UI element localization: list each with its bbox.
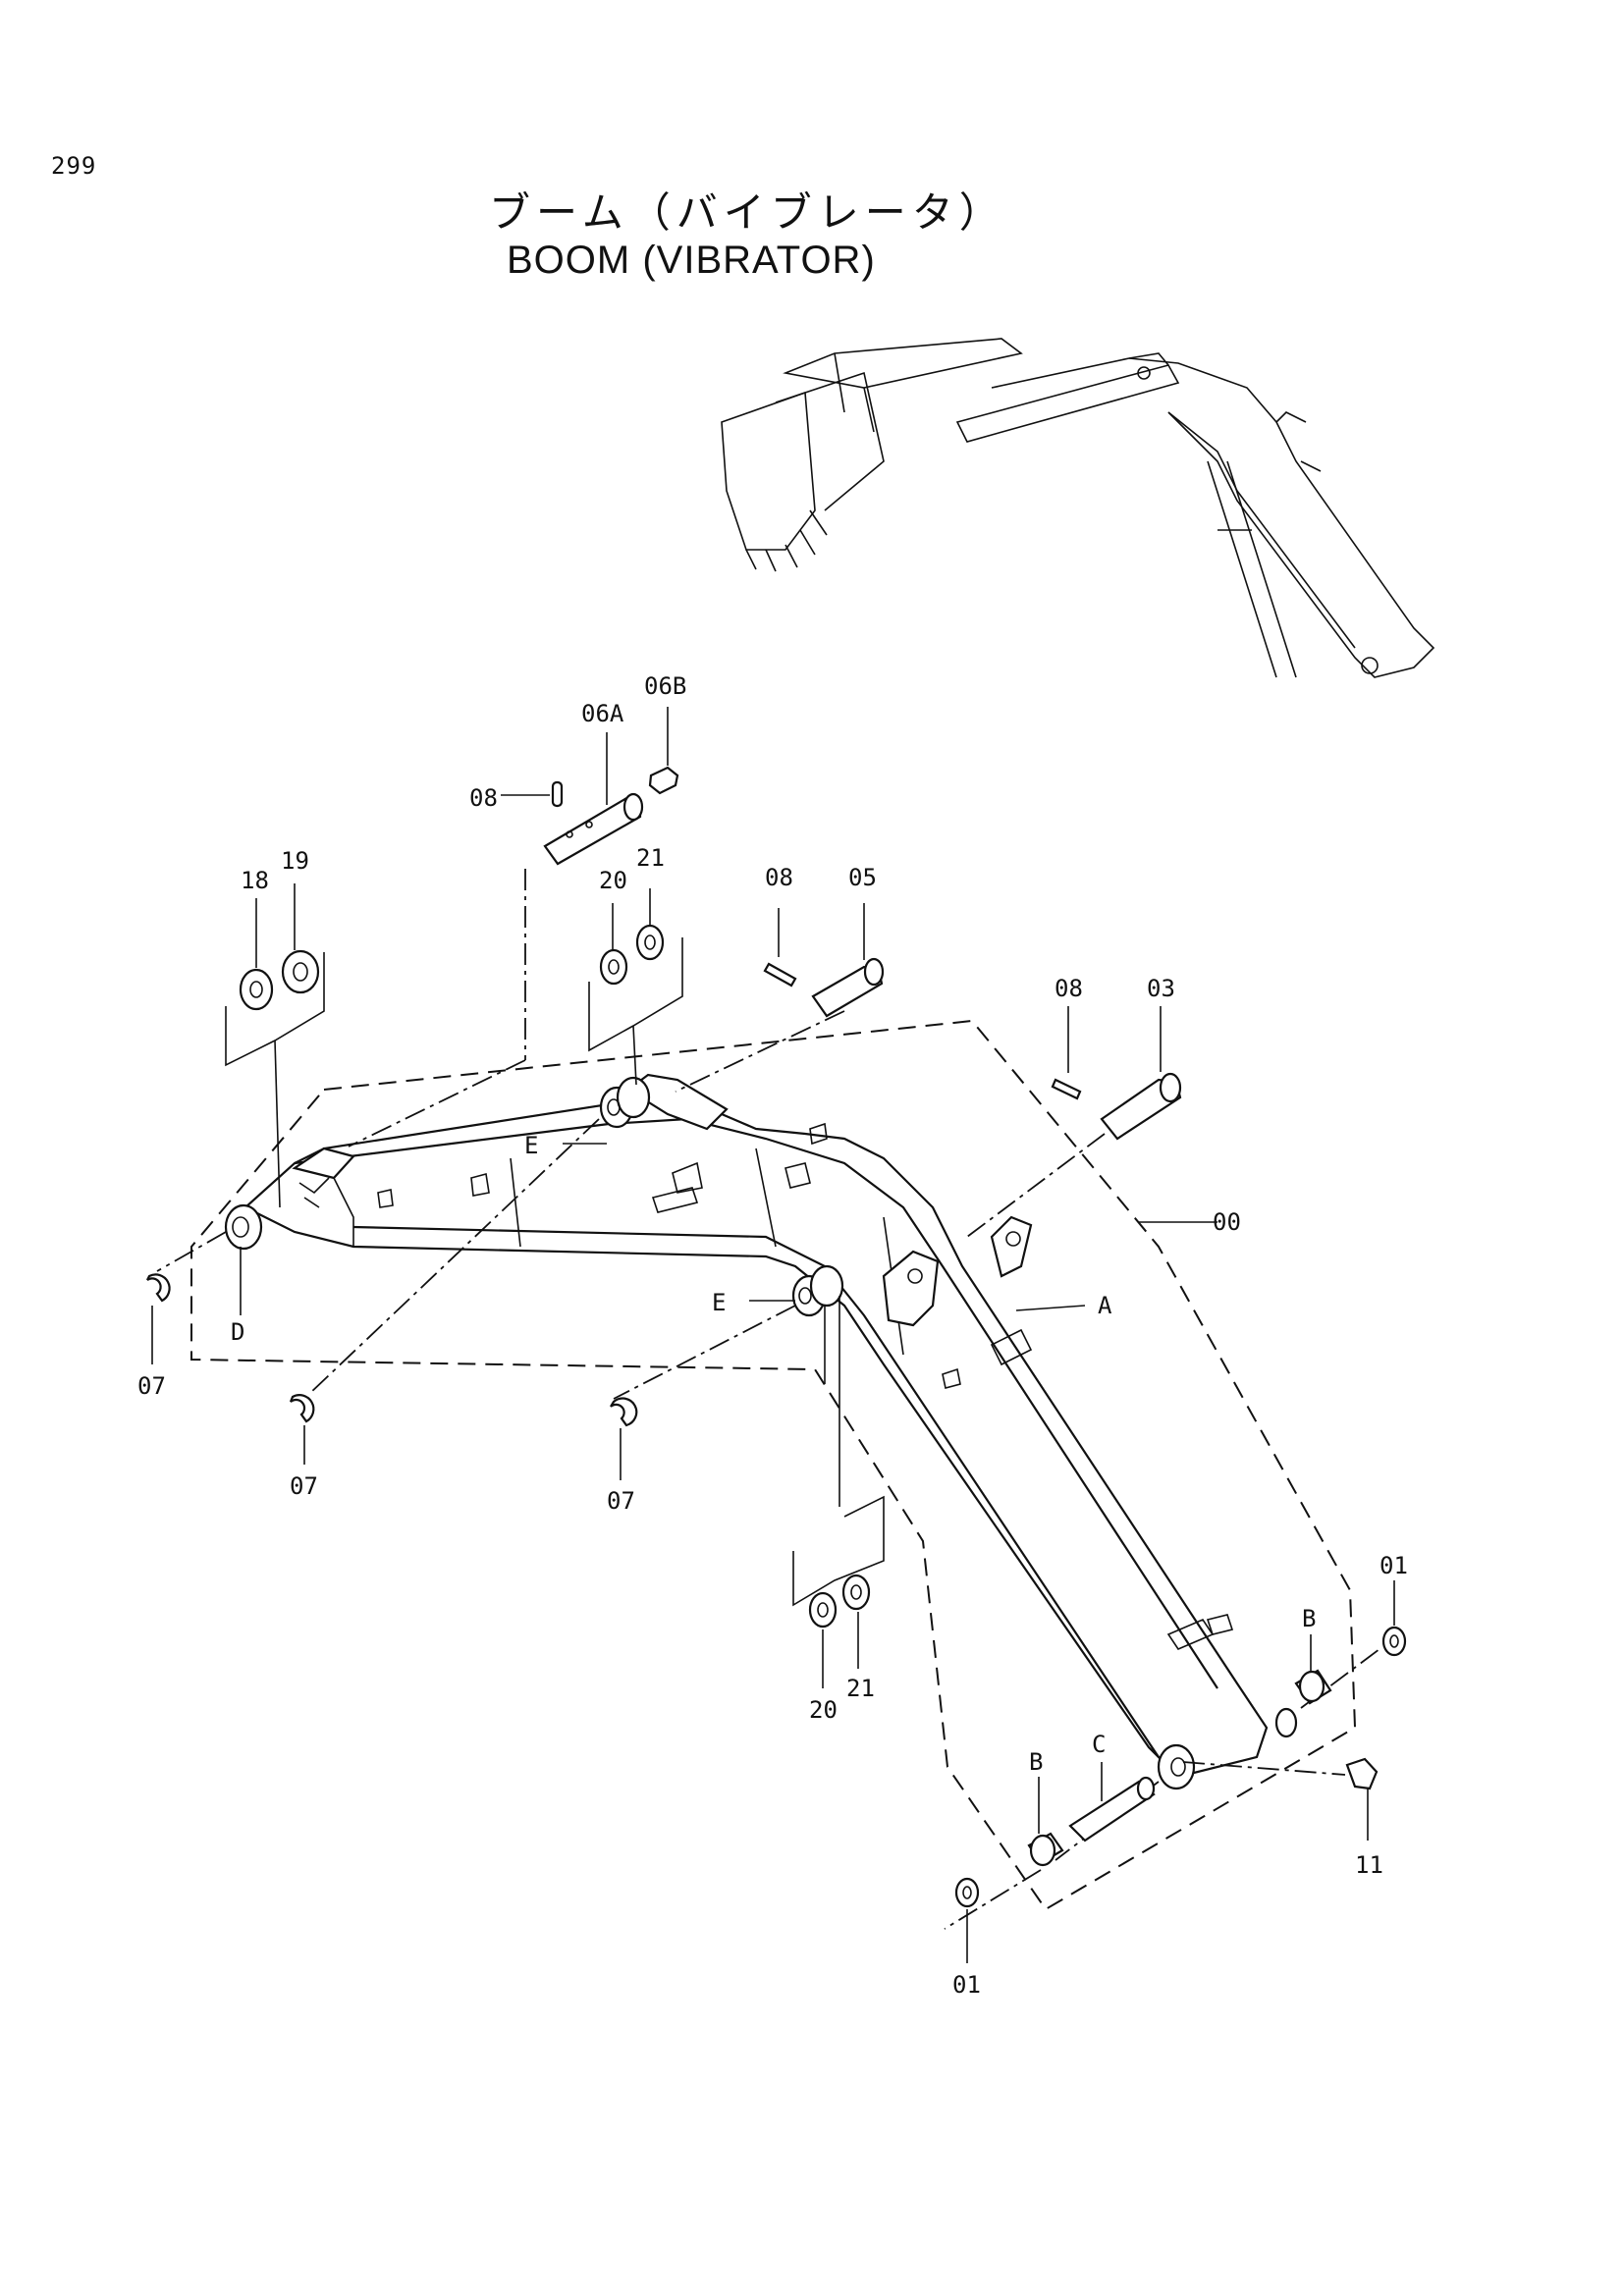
title-japanese: ブーム（バイブレータ） bbox=[489, 188, 1006, 237]
callout-08-mid: 08 bbox=[765, 864, 793, 891]
callout-C: C bbox=[1092, 1731, 1106, 1758]
callout-21-bottom: 21 bbox=[846, 1675, 875, 1702]
callout-01-bottom: 01 bbox=[952, 1971, 981, 1999]
assembly-outline bbox=[190, 1019, 1357, 1911]
callout-19: 19 bbox=[281, 847, 309, 875]
part-08-05 bbox=[763, 903, 885, 1018]
boom-assembly bbox=[224, 1073, 1298, 1790]
callout-E-lower: E bbox=[712, 1289, 726, 1316]
part-08-top bbox=[501, 780, 564, 808]
callout-E-upper: E bbox=[524, 1132, 538, 1159]
callout-01-right: 01 bbox=[1380, 1552, 1408, 1579]
part-07-rings bbox=[146, 1273, 638, 1480]
overview-excavator-sketch bbox=[721, 338, 1435, 678]
callout-06B: 06B bbox=[644, 672, 686, 700]
callout-00: 00 bbox=[1213, 1208, 1241, 1236]
part-06B bbox=[648, 707, 679, 795]
callout-03: 03 bbox=[1147, 975, 1175, 1002]
part-20-21-bottom bbox=[792, 1296, 885, 1688]
callout-11: 11 bbox=[1355, 1851, 1383, 1879]
part-01-B-right bbox=[1294, 1580, 1407, 1705]
part-C-B-01-11 bbox=[954, 1757, 1379, 1963]
callout-D: D bbox=[231, 1318, 244, 1346]
callout-06A: 06A bbox=[581, 700, 624, 727]
callout-labels: 06B 06A 08 19 18 21 20 08 05 08 03 E 00 … bbox=[137, 672, 1408, 1999]
part-06A bbox=[543, 732, 644, 866]
callout-20-bottom: 20 bbox=[809, 1696, 838, 1724]
part-08-03 bbox=[1051, 1006, 1182, 1141]
callout-A: A bbox=[1098, 1292, 1112, 1319]
callout-07-left: 07 bbox=[137, 1372, 166, 1400]
part-18-19 bbox=[225, 883, 325, 1208]
page-number: 299 bbox=[51, 152, 97, 180]
callout-07-center: 07 bbox=[607, 1487, 635, 1515]
callout-20-top: 20 bbox=[599, 867, 627, 894]
callout-08-right: 08 bbox=[1055, 975, 1083, 1002]
callout-B-right: B bbox=[1302, 1605, 1316, 1632]
callout-B-left: B bbox=[1029, 1748, 1043, 1776]
callout-18: 18 bbox=[241, 867, 269, 894]
title-english: BOOM (VIBRATOR) bbox=[507, 239, 876, 282]
callout-05: 05 bbox=[848, 864, 877, 891]
callout-21-top: 21 bbox=[636, 844, 665, 872]
callout-08-top: 08 bbox=[469, 784, 498, 812]
callout-07-mid: 07 bbox=[290, 1472, 318, 1500]
part-20-21-top bbox=[588, 888, 683, 1086]
leader-lines bbox=[156, 869, 1380, 1930]
